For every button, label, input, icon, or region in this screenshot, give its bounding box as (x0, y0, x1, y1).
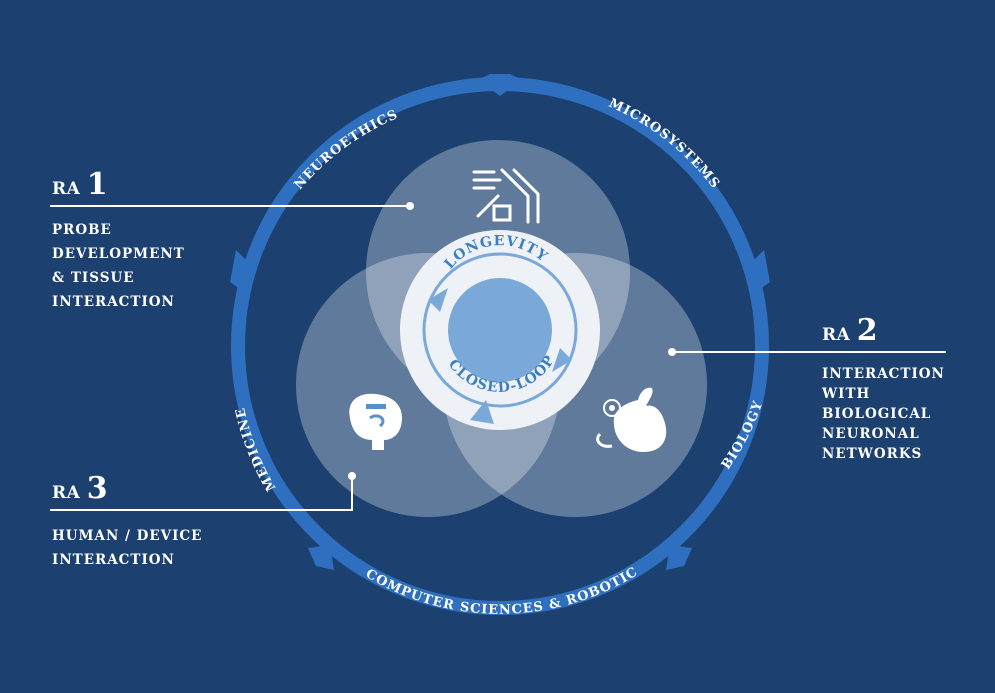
ra1-prefix: RA (52, 179, 81, 199)
ra3-block: RA 3 HUMAN / DEVICE INTERACTION (52, 474, 202, 572)
label-medicine: MEDICINE (233, 406, 279, 494)
cycle-arrows-icon (422, 252, 578, 424)
label-neuroethics: NEUROETHICS (292, 107, 401, 192)
center-hole (448, 278, 552, 382)
ra2-block: RA 2 INTERACTION WITH BIOLOGICAL NEURONA… (822, 316, 945, 464)
ra1-line: INTERACTION (52, 294, 175, 310)
ra1-block: RA 1 PROBE DEVELOPMENT & TISSUE INTERACT… (52, 170, 185, 314)
ra1-description: PROBE DEVELOPMENT & TISSUE INTERACTION (52, 218, 185, 314)
ra3-heading: RA 3 (52, 474, 202, 504)
ra2-line: WITH (822, 386, 871, 402)
ra2-line: NEURONAL (822, 426, 920, 442)
ra1-heading: RA 1 (52, 170, 185, 200)
ra1-number: 1 (86, 167, 109, 202)
leader-line-ra3 (50, 476, 353, 511)
ra2-number: 2 (856, 313, 879, 348)
ra2-description: INTERACTION WITH BIOLOGICAL NEURONAL NET… (822, 364, 945, 464)
ra2-line: INTERACTION (822, 366, 945, 382)
ra2-prefix: RA (822, 325, 851, 345)
ra3-line: INTERACTION (52, 552, 175, 568)
leader-lines (50, 205, 946, 511)
ra3-line: HUMAN / DEVICE (52, 528, 203, 544)
label-microsystems: MICROSYSTEMS (606, 96, 722, 192)
brain-implant-icon (349, 393, 402, 450)
ra1-line: & TISSUE (52, 270, 135, 286)
ra1-line: DEVELOPMENT (52, 246, 185, 262)
ring-notches (230, 74, 770, 570)
ra3-number: 3 (86, 471, 109, 506)
leader-dots (348, 202, 676, 480)
ra2-line: BIOLOGICAL (822, 406, 932, 422)
microchip-probe-icon (472, 168, 540, 224)
ra3-description: HUMAN / DEVICE INTERACTION (52, 524, 202, 572)
ra2-line: NETWORKS (822, 446, 923, 462)
ra2-heading: RA 2 (822, 316, 945, 346)
ra1-line: PROBE (52, 222, 112, 238)
ra3-prefix: RA (52, 483, 81, 503)
mouse-neuron-icon (596, 387, 667, 452)
